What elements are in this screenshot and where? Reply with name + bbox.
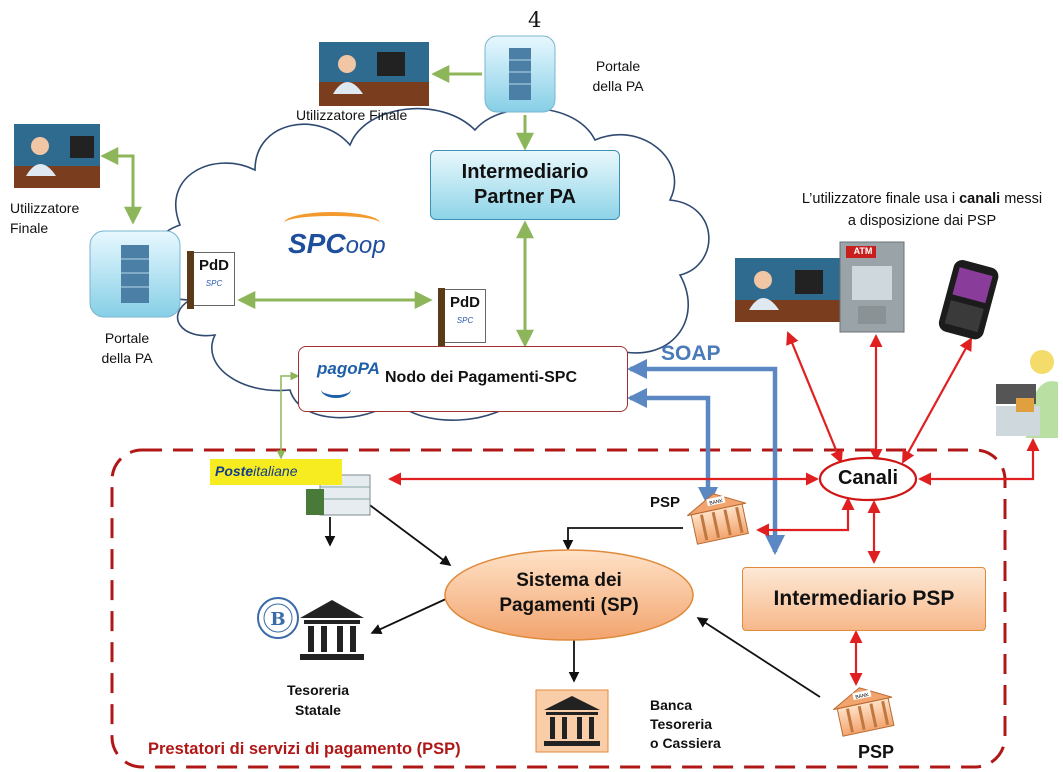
atm-icon (839, 241, 905, 333)
intermediario-partner-pa-box: Intermediario Partner PA (430, 150, 620, 220)
bank-building-icon: BANK (833, 687, 895, 737)
tesoreria-line1: Tesoreria (287, 682, 349, 698)
pagopa-logo-swoosh (321, 381, 351, 398)
pdd-left-title: PdD (199, 257, 229, 274)
tesoreria-line2: Statale (295, 702, 341, 718)
intermediario-pa-line2: Partner PA (474, 186, 576, 208)
utilizzatore-left-line2: Finale (10, 220, 49, 236)
soap-arrow-to-intermediario-psp (626, 358, 786, 556)
banca-tesoreria-icon (535, 689, 609, 753)
psp-region-border (110, 448, 1007, 769)
arrow-psp-to-sistema-right (696, 617, 821, 698)
bank-building-icon: BANK (687, 493, 749, 545)
canali-ellipse (818, 456, 918, 502)
sistema-pagamenti-ellipse (444, 549, 694, 641)
pdd-right-box: PdD SPC (438, 288, 486, 346)
bank-of-italy-logo-icon: B (257, 597, 299, 639)
portale-left-label: Portale della PA (95, 328, 159, 368)
utilizzatore-left-line1: Utilizzatore (10, 200, 80, 216)
poste-normal: italiane (253, 463, 298, 479)
arrow-canali-person (786, 331, 843, 464)
bank-sign-text: BANK (709, 498, 724, 507)
intermediario-pa-line1: Intermediario (461, 161, 589, 183)
portale-top-line1: Portale (595, 58, 641, 74)
svg-text:B: B (270, 609, 285, 630)
banca-line1: Banca (650, 697, 693, 713)
pdd-right-sub: SPC (456, 316, 474, 325)
arrow-nodo-to-poste (276, 371, 300, 460)
portale-top-label: Portale della PA (586, 56, 650, 96)
sistema-pagamenti-label: Sistema dei Pagamenti (SP) (469, 568, 669, 618)
sistema-line1: Sistema dei (516, 570, 622, 591)
canali-note-bold: canali (959, 191, 1001, 207)
arrow-psp-to-sistema (562, 527, 683, 551)
spcoop-logo-swoosh (284, 212, 380, 234)
sistema-line2: Pagamenti (SP) (499, 595, 639, 616)
bank-sign-text: BANK (855, 692, 870, 701)
page-number: 4 (528, 8, 542, 32)
canali-note-line2: a disposizione dai PSP (847, 213, 997, 229)
canali-note-line1: L’utilizzatore finale usa i canali messi (786, 188, 1058, 210)
spcoop-logo-text-b: oop (345, 232, 386, 259)
server-icon (89, 230, 181, 318)
canali-note: L’utilizzatore finale usa i canali messi… (786, 188, 1058, 232)
server-icon (484, 35, 556, 113)
banca-line3: o Cassiera (650, 735, 721, 751)
banca-line2: Tesoreria (650, 716, 712, 732)
shop-counter-icon (996, 350, 1058, 438)
arrow-canali-psp (756, 497, 855, 537)
tesoreria-statale-label: Tesoreria Statale (278, 680, 358, 720)
smartphone-icon (938, 260, 999, 340)
arrow-utilizzatore-portale-left (100, 147, 142, 225)
canali-note-pre: L’utilizzatore finale usa i (801, 191, 960, 207)
arrow-canali-shop (918, 438, 1040, 486)
nodo-pagamenti-box: pagoPA Nodo dei Pagamenti-SPC (298, 346, 628, 412)
psp-top-label: PSP (650, 494, 681, 511)
psp-bottom-label: PSP (858, 742, 895, 762)
utilizzatore-left-label: Utilizzatore Finale (10, 198, 79, 238)
arrow-poste-to-sistema (362, 499, 452, 566)
canali-note-post: messi (1000, 191, 1043, 207)
pdd-right-title: PdD (450, 294, 480, 311)
psp-region-title: Prestatori di servizi di pagamento (PSP) (148, 740, 461, 758)
treasury-building-icon (300, 600, 364, 660)
portale-left-line2: della PA (101, 350, 153, 366)
nodo-label: Nodo dei Pagamenti-SPC (385, 369, 578, 386)
intermediario-psp-box: Intermediario PSP (742, 567, 986, 631)
pdd-door-icon (438, 288, 445, 346)
banca-tesoreria-label: Banca Tesoreria o Cassiera (650, 696, 721, 753)
pdd-left-box: PdD SPC (187, 251, 235, 309)
person-at-computer-icon (319, 42, 429, 106)
arrow-sistema-to-tesoreria (370, 597, 449, 635)
person-at-computer-icon (735, 258, 845, 322)
atm-text: ATM (853, 246, 873, 256)
portale-top-line2: della PA (592, 78, 644, 94)
pdd-door-icon (187, 251, 194, 309)
arrow-canali-phone (902, 337, 972, 464)
soap-label: SOAP (661, 342, 721, 365)
canali-label: Canali (837, 467, 899, 489)
pagopa-logo: pagoPA (317, 359, 380, 378)
poste-bold: Poste (215, 463, 254, 479)
poste-italiane-logo: Posteitaliane (210, 459, 342, 485)
pdd-left-sub: SPC (205, 279, 223, 288)
person-at-computer-icon (14, 124, 100, 188)
portale-left-line1: Portale (104, 330, 150, 346)
utilizzatore-top-label: Utilizzatore Finale (296, 107, 408, 123)
